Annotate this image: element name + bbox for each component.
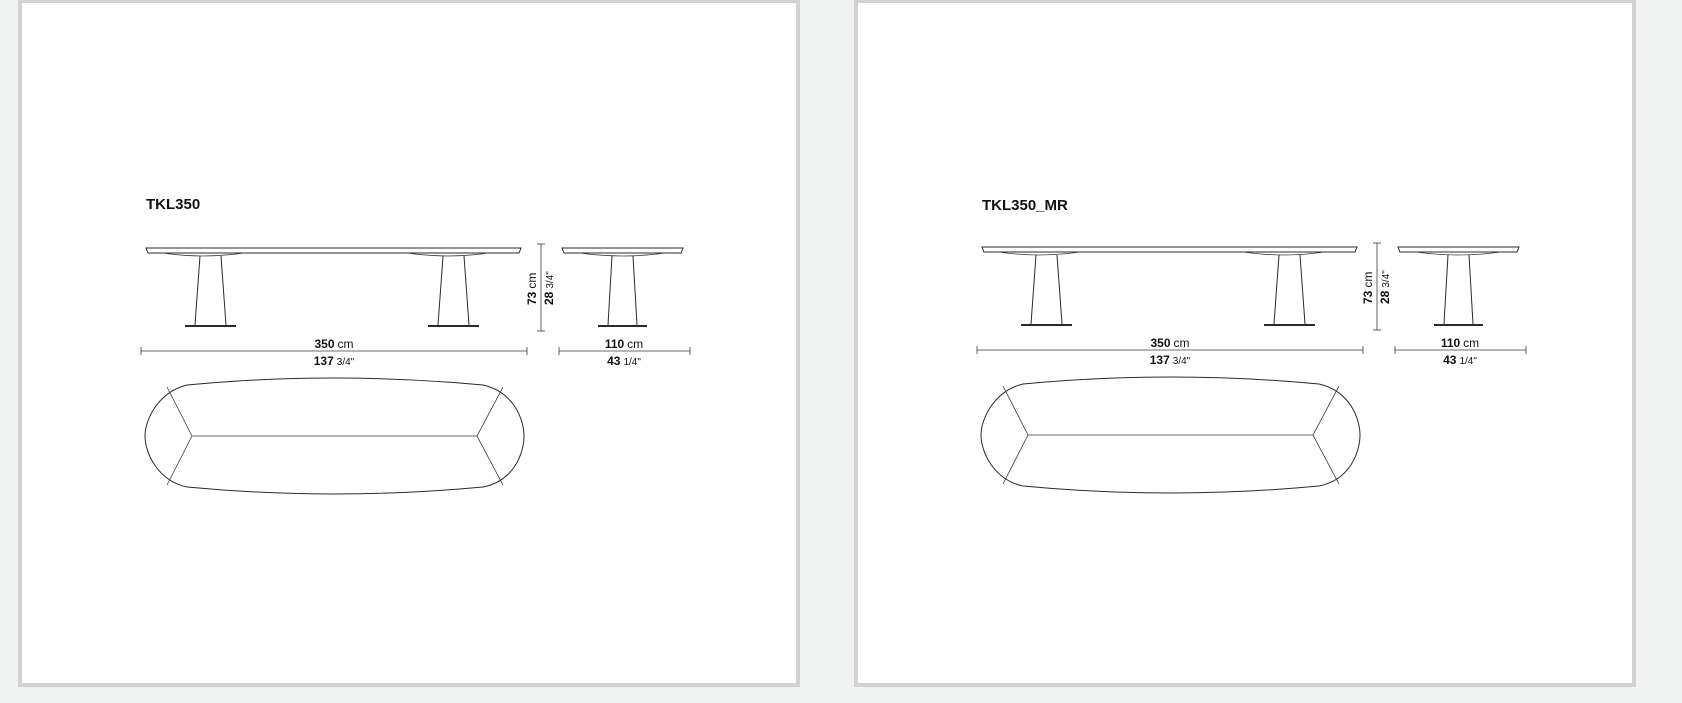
drawing-panel-tkl350: TKL350 [18,0,800,687]
length-cm-value: 350 [1150,336,1170,350]
height-dimension: 73 cm 28 3/4" [1361,242,1392,331]
plan-view [980,376,1361,494]
width-cm-value: 110 [1441,336,1461,350]
front-elevation [981,246,1358,326]
height-in-whole: 28 [1378,290,1392,304]
length-in-frac: 3/4" [337,357,355,368]
length-in-whole: 137 [1150,353,1170,367]
length-in-frac: 3/4" [1173,356,1191,367]
model-code: TKL350 [146,196,200,213]
width-in-whole: 43 [607,354,621,368]
height-cm-unit: cm [1361,272,1375,288]
side-elevation [561,247,684,327]
length-metric-label: 350 cm [1150,336,1189,350]
height-metric-label: 73 cm [1361,272,1375,304]
drawing-panel-tkl350-mr: TKL350_MR [854,0,1636,687]
height-in-frac: 3/4" [545,271,556,289]
technical-drawing: TKL350_MR [976,197,1527,494]
technical-drawing: TKL350 [140,196,691,495]
front-elevation [145,247,522,327]
height-cm-value: 73 [1361,290,1375,304]
length-cm-unit: cm [1174,336,1190,350]
length-cm-unit: cm [338,337,354,351]
width-cm-value: 110 [605,337,625,351]
height-dimension: 73 cm 28 3/4" [525,243,556,332]
height-metric-label: 73 cm [525,273,539,305]
width-in-frac: 1/4" [623,357,641,368]
length-cm-value: 350 [314,337,334,351]
length-metric-label: 350 cm [314,337,353,351]
width-cm-unit: cm [1463,336,1479,350]
width-in-whole: 43 [1443,353,1457,367]
width-cm-unit: cm [627,337,643,351]
height-in-whole: 28 [542,291,556,305]
plan-view [144,377,525,495]
model-code: TKL350_MR [982,197,1068,214]
height-imperial-label: 28 3/4" [1378,270,1392,304]
side-elevation [1397,246,1520,326]
height-in-frac: 3/4" [1381,270,1392,288]
height-cm-value: 73 [525,291,539,305]
height-imperial-label: 28 3/4" [542,271,556,305]
width-in-frac: 1/4" [1459,356,1477,367]
length-in-whole: 137 [314,354,334,368]
height-cm-unit: cm [525,273,539,289]
